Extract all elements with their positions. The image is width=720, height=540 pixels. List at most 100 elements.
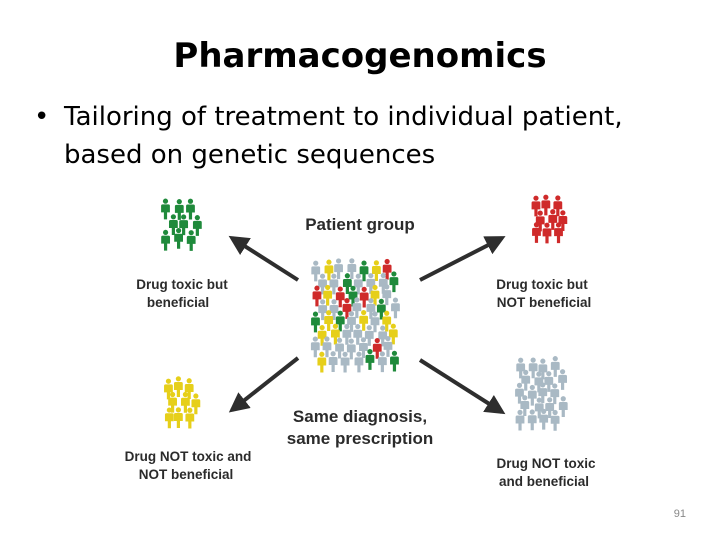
person-icon [185,407,195,429]
person-icon [377,351,387,373]
arrow-top-right [419,236,506,282]
label-top-left-1: Drug toxic but [136,277,228,292]
person-icon [181,391,190,413]
person-icon [334,258,343,280]
person-icon [346,338,356,360]
person-icon [550,383,560,405]
person-icon [317,325,327,346]
person-icon [324,310,334,331]
person-icon [550,356,560,377]
label-top-right-1: Drug toxic but [496,277,588,292]
person-icon [534,397,544,419]
bullet-text: Tailoring of treatment to individual pat… [64,102,623,170]
person-icon [516,357,526,379]
person-icon [161,198,170,220]
person-icon [553,195,563,217]
label-bottom-right-1: Drug NOT toxic [496,456,595,471]
person-icon [347,258,357,280]
person-icon [164,378,173,400]
person-icon [335,310,345,332]
person-icon [186,230,196,251]
person-icon [173,407,183,429]
person-icon [348,285,358,307]
person-icon [174,227,183,249]
person-icon [184,378,194,399]
person-icon [342,323,352,345]
person-icon [382,284,392,306]
person-icon [390,350,399,372]
group-top-right-red [531,194,568,244]
slide-title: Pharmacogenomics [173,36,547,76]
person-icon [527,409,537,431]
person-icon [539,408,549,430]
person-icon [335,286,345,308]
person-icon [382,258,392,280]
group-bottom-left-yellow [164,376,201,429]
person-icon [383,336,393,357]
label-bottom-left-1: Drug NOT toxic and [125,449,252,464]
person-icon [161,229,170,251]
person-icon [168,214,178,235]
person-icon [515,409,525,431]
person-icon [541,194,551,216]
person-icon [366,273,376,294]
person-icon [329,299,339,320]
person-icon [521,369,531,391]
person-icon [331,323,340,345]
person-icon [359,309,369,331]
person-icon [323,284,333,306]
person-icon [352,297,362,319]
person-icon [544,371,554,392]
person-icon [542,222,552,244]
person-icon [554,222,563,244]
person-icon [168,391,177,413]
person-icon [347,311,356,332]
group-bottom-right-grey [515,356,568,431]
person-icon [558,369,567,390]
label-top-right-2: NOT beneficial [497,295,592,310]
person-icon [388,323,398,345]
arrow-bottom-left [228,356,300,413]
person-icon [532,222,541,243]
person-icon [370,311,380,333]
person-icon [382,310,392,332]
person-icon [354,351,364,373]
person-icon [531,195,541,217]
person-icon [311,260,321,282]
person-icon [548,209,558,230]
person-icon [359,337,368,358]
person-icon [174,199,184,220]
person-icon [318,273,327,295]
person-icon [359,260,369,282]
person-icon [378,272,388,294]
person-icon [371,260,381,282]
person-icon [534,371,544,393]
person-icon [364,325,374,346]
person-icon [391,297,400,319]
person-icon [342,298,352,319]
label-bottom-right-2: and beneficial [499,474,589,489]
person-icon [538,382,548,404]
label-bottom-left-2: NOT beneficial [139,467,234,482]
label-center-bottom-1: Same diagnosis, [293,407,427,426]
person-icon [378,325,388,347]
label-center-bottom-2: same prescription [287,429,433,448]
arrow-bottom-right [418,358,506,415]
person-icon [353,323,363,345]
person-icon [528,357,538,379]
person-icon [353,273,363,295]
pharmacogenomics-diagram: Patient group Same diagnosis, same presc… [125,194,596,489]
person-icon [520,395,530,416]
person-icon [192,215,202,236]
person-icon [389,271,399,293]
person-icon [527,384,537,406]
person-icon [329,273,339,295]
person-icon [538,358,548,380]
person-icon [310,336,320,358]
group-center-mixed [310,258,400,373]
person-icon [318,299,328,321]
group-top-left-green [161,198,202,251]
person-icon [191,393,201,415]
person-icon [312,285,322,307]
